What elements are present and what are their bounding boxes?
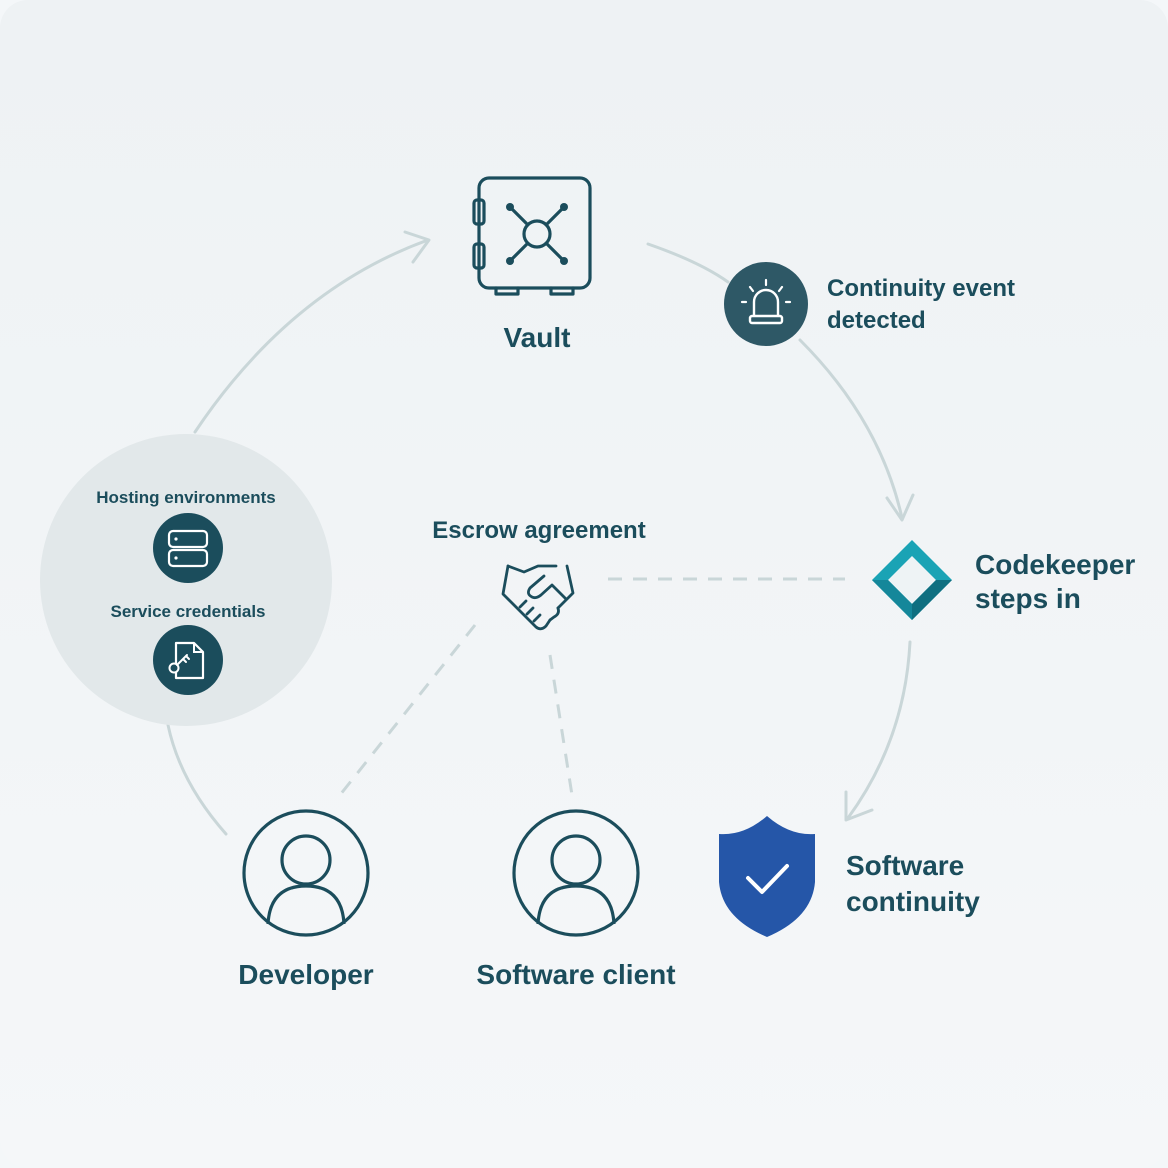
codekeeper-label: Codekeeper steps in [975, 548, 1135, 615]
arrow-developer-to-assets [166, 723, 228, 836]
flow-arrows [166, 230, 915, 836]
escrow-links [338, 577, 845, 796]
developer-user-icon [242, 809, 370, 937]
codekeeper-label-line1: Codekeeper [975, 549, 1136, 580]
developer-label: Developer [238, 959, 374, 990]
client-user-icon [512, 809, 640, 937]
arrow-to-vault [193, 238, 430, 434]
vault-label: Vault [503, 322, 571, 353]
handshake-icon [501, 564, 575, 631]
siren-icon [724, 262, 808, 346]
key-document-icon [153, 625, 223, 695]
hosting-label: Hosting environments [96, 488, 276, 507]
arrow-event-to-codekeeper [798, 338, 904, 520]
server-icon [153, 513, 223, 583]
shield-check-icon [719, 816, 815, 937]
escrow-label: Escrow agreement [432, 517, 646, 544]
arrow-vault-to-event [646, 242, 730, 284]
event-label: Continuity event detected [827, 275, 1015, 336]
client-label: Software client [476, 959, 676, 990]
safe-icon-bolts [506, 203, 568, 265]
credentials-label: Service credentials [110, 602, 266, 621]
continuity-label-line2: continuity [846, 886, 980, 918]
event-label-line2: detected [827, 306, 926, 334]
continuity-label: Software continuity [846, 848, 980, 921]
codekeeper-logo-icon [872, 540, 952, 620]
continuity-label-line1: Software [846, 850, 965, 881]
arrow-codekeeper-to-continuity [846, 640, 912, 820]
event-label-line1: Continuity event [827, 275, 1016, 302]
codekeeper-label-line2: steps in [975, 582, 1081, 614]
safe-icon [472, 176, 592, 296]
